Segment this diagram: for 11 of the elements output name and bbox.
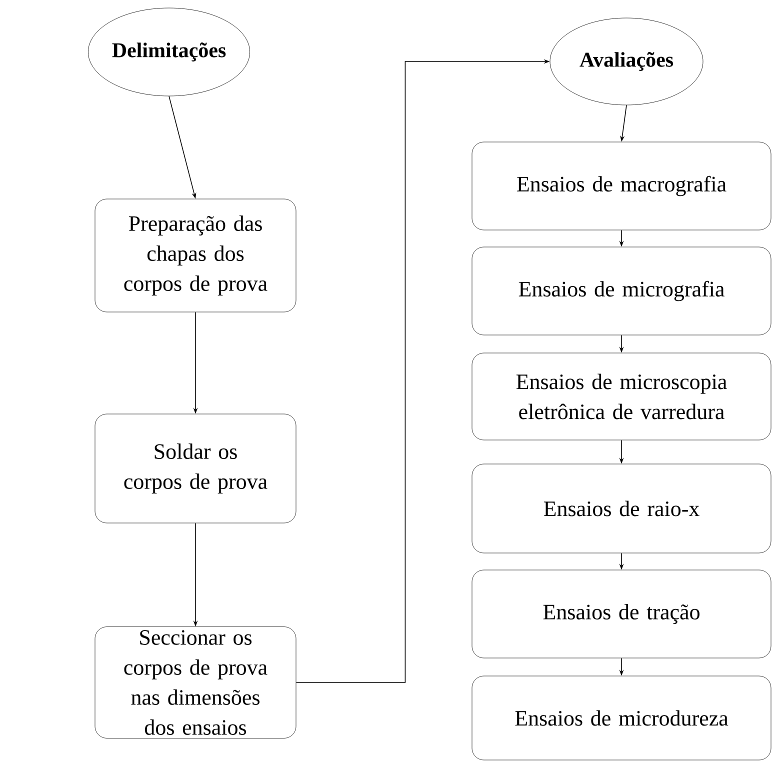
process-box: Ensaios de microdureza bbox=[472, 676, 772, 760]
process-box: Preparação das chapas dos corpos de prova bbox=[94, 198, 296, 312]
oval-node: Avaliações bbox=[550, 18, 704, 106]
process-box: Seccionar os corpos de prova nas dimensões dos ensaios bbox=[94, 626, 296, 738]
process-box: Ensaios de raio-x bbox=[472, 464, 772, 554]
process-box: Ensaios de macrografia bbox=[472, 142, 772, 230]
oval-node: Delimitações bbox=[88, 8, 250, 96]
process-box: Ensaios de microscopia eletrônica de varredura bbox=[472, 352, 772, 440]
process-box: Ensaios de tração bbox=[472, 570, 772, 658]
process-box: Ensaios de micrografia bbox=[472, 246, 772, 336]
process-box: Soldar os corpos de prova bbox=[94, 414, 296, 524]
